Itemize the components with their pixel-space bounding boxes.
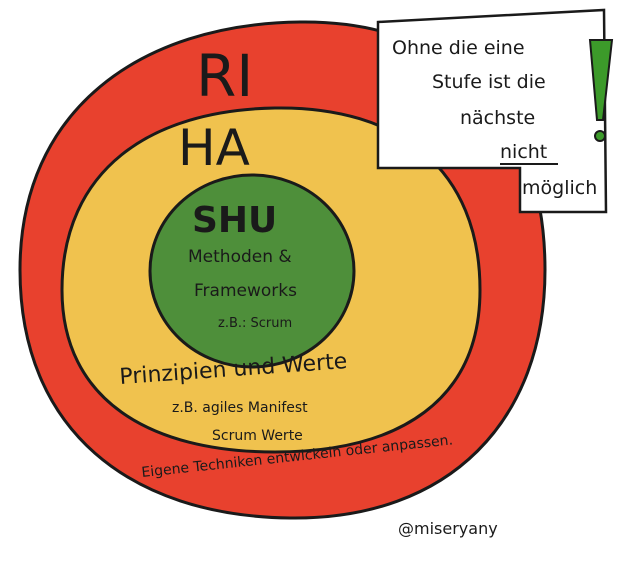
- note-box-outline: [376, 8, 608, 214]
- exclamation-icon: [588, 39, 614, 121]
- note-line-2: Stufe ist die: [432, 71, 546, 93]
- shu-line-frameworks: Frameworks: [194, 281, 297, 301]
- shu-line-example: z.B.: Scrum: [218, 316, 292, 331]
- ri-label: RI: [196, 42, 253, 110]
- watermark: @miseryany: [398, 519, 498, 538]
- note-line-4: nicht: [500, 141, 547, 163]
- note-line-5: möglich: [522, 177, 597, 199]
- ha-desc-line3: Scrum Werte: [212, 428, 303, 444]
- ha-label: HA: [178, 119, 250, 177]
- note-line-1: Ohne die eine: [392, 37, 525, 59]
- shu-inner-circle: [148, 173, 356, 369]
- shu-label: SHU: [192, 200, 277, 241]
- exclamation-dot-icon: [594, 130, 606, 142]
- ha-desc-line2: z.B. agiles Manifest: [172, 400, 308, 416]
- shu-line-methoden: Methoden &: [188, 247, 292, 267]
- note-line-3: nächste: [460, 107, 535, 129]
